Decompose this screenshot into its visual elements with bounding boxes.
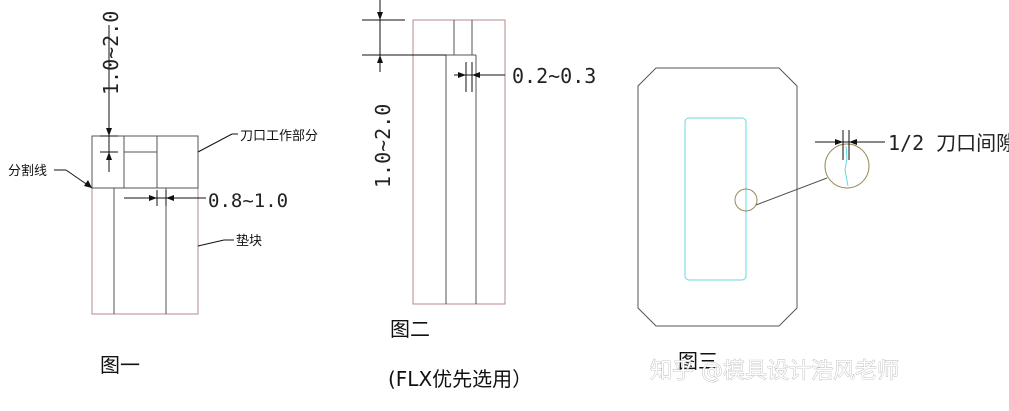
fig2-dim-arrow	[377, 55, 383, 63]
fig1-dim-arrow	[106, 128, 112, 136]
fig1-width-dimension: 0.8~1.0	[208, 190, 288, 212]
fig2-caption: 图二	[390, 317, 430, 341]
fig2-note: (FLX优先选用）	[388, 367, 532, 391]
fig3-dim-arrow	[835, 139, 843, 145]
fig1-leader-line	[197, 239, 225, 247]
watermark-text: 知乎 @模具设计浩风老师	[650, 359, 899, 384]
fig3-detail-leader	[755, 177, 828, 206]
fig1-label-split-line: 分割线	[8, 163, 47, 179]
fig1-caption: 图一	[100, 353, 140, 377]
fig1-height-dimension: 1.0~2.0	[99, 11, 123, 95]
fig3-detail-edge	[844, 145, 849, 187]
fig1-dim-arrow	[106, 152, 112, 160]
fig2-dim-arrow	[458, 72, 466, 78]
fig1-leader-arrow	[84, 180, 92, 188]
fig1-dim-arrow	[149, 195, 157, 201]
fig3-dim-arrow	[849, 139, 857, 145]
fig1-dim-arrow	[166, 195, 174, 201]
figure-1: 1.0~2.0 刀口工作部分 分割线 0.8~1.0 垫块 图一	[8, 11, 318, 377]
fig2-dim-arrow	[472, 72, 480, 78]
fig1-label-cutting-part: 刀口工作部分	[240, 129, 318, 144]
fig1-outline	[91, 135, 199, 315]
fig3-detail-marker	[734, 188, 758, 212]
fig3-caption: 图三	[678, 349, 718, 373]
fig3-detail-circle	[824, 143, 870, 189]
fig1-leader-line	[197, 133, 233, 153]
fig1-label-pad: 垫块	[236, 233, 262, 249]
fig1-cutting-edge-block	[91, 135, 199, 189]
fig2-dim-arrow	[377, 12, 383, 20]
figure-2: 1.0~2.0 0.2~0.3 图二 (FLX优先选用）	[362, 0, 596, 391]
fig2-outline	[412, 19, 506, 305]
fig3-die-plate	[637, 67, 798, 327]
fig2-height-dimension: 1.0~2.0	[371, 104, 395, 188]
fig3-cavity-outline	[684, 117, 747, 281]
figure-3: 1/2 刀口间隙 图三	[637, 67, 1009, 373]
fig3-gap-dimension: 1/2 刀口间隙	[888, 131, 1009, 155]
fig2-gap-dimension: 0.2~0.3	[512, 64, 596, 88]
